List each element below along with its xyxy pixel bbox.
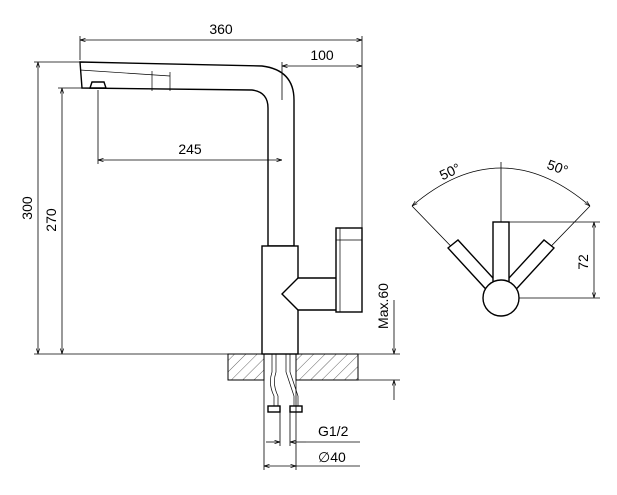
dim-lever-height: 72 (575, 254, 591, 270)
dim-hole-diameter: ∅40 (318, 449, 346, 465)
lever-connector (281, 277, 341, 311)
dim-spout-height: 270 (43, 208, 59, 232)
dim-angle-right: 50° (545, 156, 570, 178)
dim-total-length: 360 (209, 21, 233, 37)
dimension-lines (34, 36, 400, 470)
dim-thread: G1/2 (318, 423, 349, 439)
dim-max-counter: Max.60 (375, 283, 391, 329)
dim-handle-reach: 100 (310, 47, 334, 63)
worktop-right (295, 353, 359, 381)
aerator-nozzle (89, 81, 107, 89)
base-circle (482, 279, 520, 317)
dim-spout-reach: 245 (178, 141, 202, 157)
lever-top-view (412, 162, 600, 317)
dim-angle-left: 50° (437, 160, 463, 183)
worktop-left (227, 353, 265, 381)
faucet-side-view (79, 61, 363, 413)
spout-head-line (79, 69, 171, 77)
dim-total-height: 300 (19, 196, 35, 220)
